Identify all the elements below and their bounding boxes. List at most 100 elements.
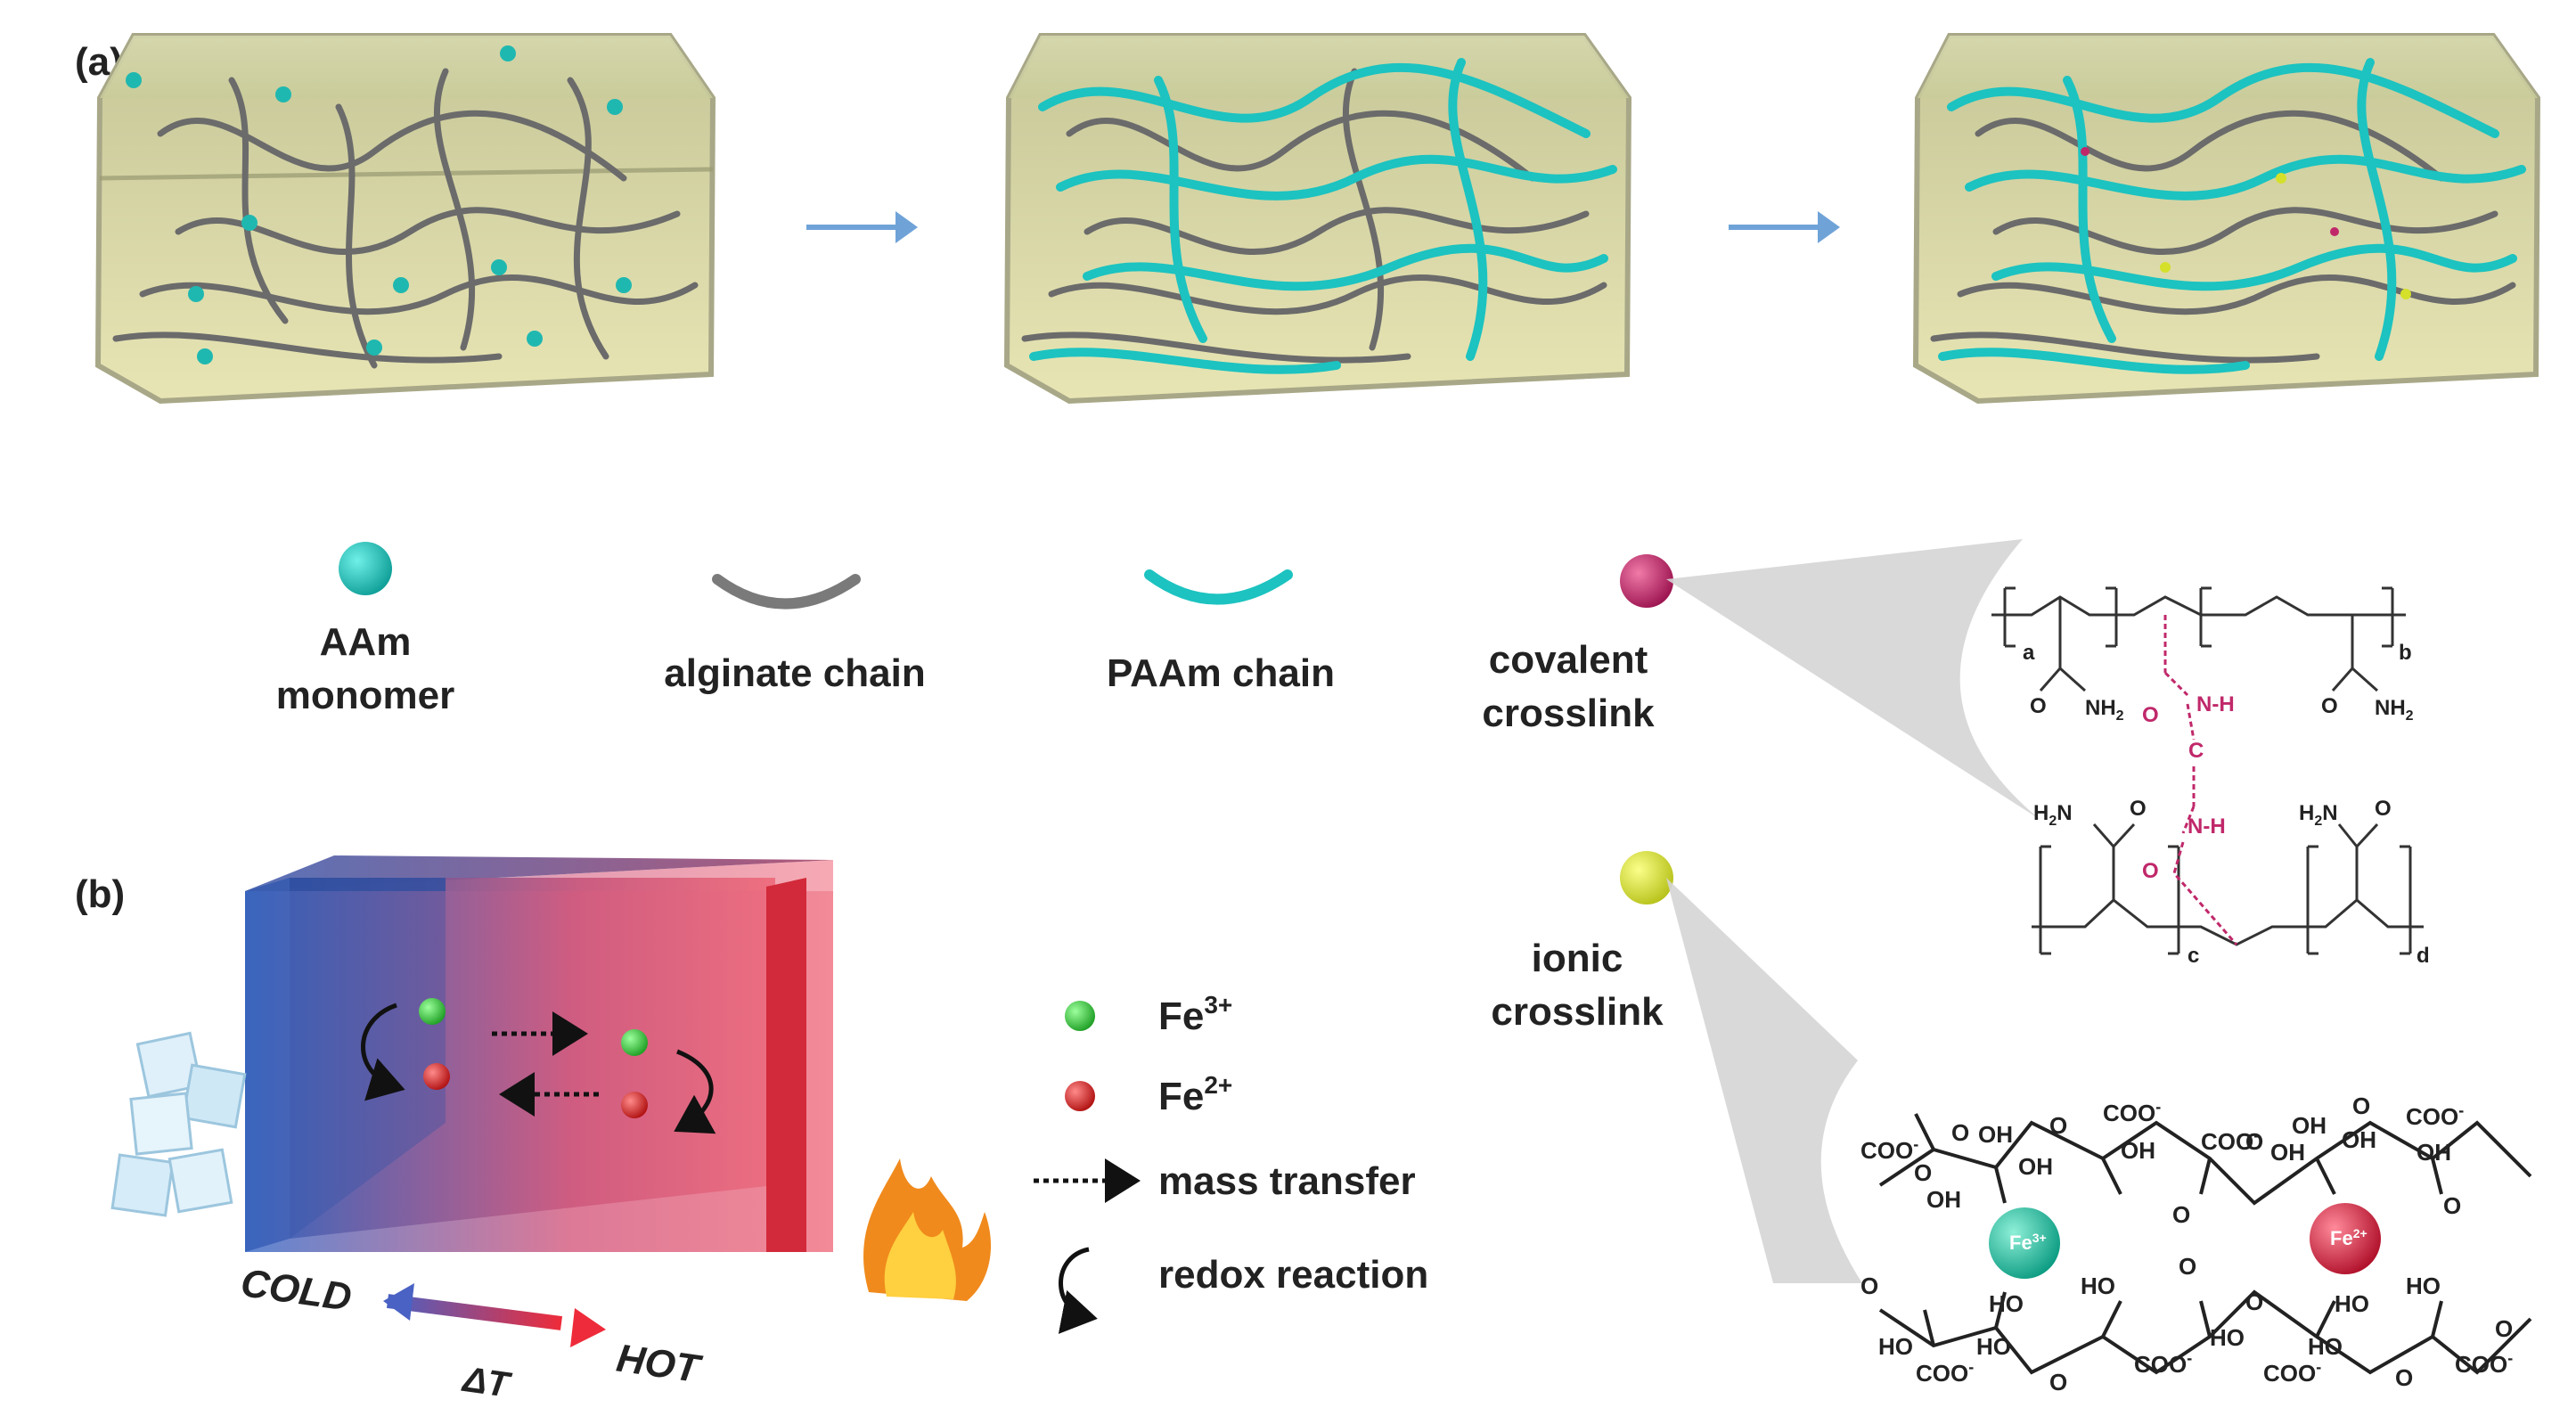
cold-label: COLD: [238, 1261, 354, 1320]
legend-alginate-chain: alginate chain: [664, 574, 926, 695]
oh-1: OH: [1978, 1121, 2013, 1148]
h2n-right: H2N: [2299, 801, 2338, 829]
process-arrow-2: [1729, 211, 1840, 243]
o-5: O: [2245, 1128, 2263, 1155]
o-4: O: [2172, 1201, 2190, 1228]
aam-monomer-label-2: monomer: [276, 674, 454, 717]
legend-ionic-crosslink: ionic crosslink: [1491, 851, 1673, 1034]
delta-t-arrow: [383, 1283, 606, 1347]
coo-5: COO-: [1916, 1358, 1974, 1387]
gel-block-2: [1003, 33, 1632, 405]
ionic-structure: Fe3+ Fe2+ COO- O O OH OH OH COO- OH O O …: [1860, 1093, 2532, 1395]
ionic-crosslink-symbol: [1620, 851, 1673, 904]
fe2-badge-label: Fe2+: [2330, 1226, 2367, 1249]
o-crosslink-1: O: [2142, 703, 2159, 727]
legend-aam-monomer: AAm monomer: [276, 542, 454, 717]
ionic-zoom-cone: [1666, 878, 1862, 1283]
sub-c: c: [2188, 944, 2199, 968]
sub-b: b: [2399, 641, 2412, 665]
redox-reaction-symbol: [1058, 1247, 1098, 1334]
o-crosslink-2: O: [2142, 859, 2159, 883]
legend-covalent-crosslink: covalent crosslink: [1482, 554, 1673, 735]
o-8: O: [1860, 1273, 1878, 1299]
alginate-chain-symbol: [712, 574, 861, 610]
fe3-badge: [1989, 1207, 2060, 1279]
oh-5: OH: [2270, 1139, 2305, 1166]
gel-block-1: [94, 33, 716, 405]
mass-transfer-label: mass transfer: [1158, 1159, 1416, 1203]
o-6: O: [2352, 1093, 2370, 1119]
covalent-labels: a b c d O NH2 O NH2 O N-H C N-H O H2N O …: [2023, 641, 2430, 968]
ionic-crosslink-label-1: ionic: [1532, 937, 1623, 980]
flame-icon: [863, 1158, 992, 1301]
ionic-crosslink-label-2: crosslink: [1491, 990, 1664, 1034]
ho-6: HO: [2308, 1333, 2343, 1360]
fe3-symbol: [1065, 1001, 1095, 1031]
coo-6: COO-: [2134, 1349, 2192, 1378]
oh-8: OH: [2417, 1139, 2451, 1166]
alginate-chain-label: alginate chain: [664, 651, 925, 695]
o-left: O: [2030, 694, 2047, 718]
oh-4: OH: [2121, 1137, 2155, 1164]
legend-paam-chain: PAAm chain: [1107, 569, 1335, 695]
sub-a: a: [2023, 641, 2035, 665]
thermocell-box: [245, 855, 833, 1252]
box-ions: [361, 998, 716, 1134]
process-arrow-1: [806, 211, 918, 243]
ho-8: HO: [2406, 1273, 2441, 1299]
o-2: O: [1914, 1159, 1932, 1186]
gel-block-3: [1912, 33, 2541, 405]
ho-4: HO: [2081, 1273, 2115, 1299]
legend-fe2: Fe2+: [1065, 1071, 1232, 1118]
ho-5: HO: [2210, 1324, 2245, 1351]
fe3-badge-label: Fe3+: [2009, 1231, 2047, 1254]
paam-chain-symbol: [1144, 569, 1293, 605]
sub-d: d: [2417, 944, 2430, 968]
coo-3: COO-: [2201, 1126, 2259, 1155]
ho-2: HO: [1976, 1333, 2011, 1360]
hot-label: HOT: [614, 1337, 705, 1392]
oh-6: OH: [2292, 1112, 2327, 1139]
o-10: O: [2179, 1253, 2196, 1280]
o-lower-right: O: [2375, 797, 2392, 821]
covalent-crosslink-label-2: crosslink: [1482, 692, 1655, 735]
o-right: O: [2321, 694, 2338, 718]
o-9: O: [2049, 1369, 2067, 1395]
nh2-left: NH2: [2085, 696, 2124, 724]
redox-reaction-label: redox reaction: [1158, 1253, 1428, 1297]
o-7: O: [2443, 1192, 2461, 1219]
o-lower-left: O: [2130, 797, 2147, 821]
oh-7: OH: [2342, 1126, 2376, 1153]
nh-crosslink-1: N-H: [2196, 692, 2235, 716]
oh-2: OH: [1926, 1186, 1961, 1213]
ho-7: HO: [2335, 1290, 2369, 1317]
legend-mass-transfer: mass transfer: [1034, 1158, 1416, 1203]
oh-3: OH: [2018, 1153, 2053, 1180]
delta-t-label: ΔT: [459, 1360, 514, 1405]
o-1: O: [1951, 1119, 1969, 1146]
covalent-crosslink-label-1: covalent: [1489, 638, 1648, 682]
fe2-badge: [2310, 1203, 2381, 1274]
c-crosslink: C: [2188, 739, 2204, 763]
coo-2: COO-: [2103, 1098, 2161, 1126]
o-11: O: [2245, 1289, 2263, 1315]
fe3-label: Fe3+: [1158, 991, 1232, 1038]
coo-7: COO-: [2263, 1358, 2321, 1387]
fe2-symbol: [1065, 1081, 1095, 1111]
aam-monomer-symbol: [339, 542, 392, 595]
fe2-label: Fe2+: [1158, 1071, 1232, 1118]
legend-fe3: Fe3+: [1065, 991, 1232, 1038]
aam-monomer-label-1: AAm: [320, 620, 412, 664]
h2n-left: H2N: [2033, 801, 2073, 829]
ho-3: HO: [1989, 1290, 2024, 1317]
covalent-crosslink-symbol: [1620, 554, 1673, 608]
ho-1: HO: [1878, 1333, 1913, 1360]
ice-cubes-icon: [110, 1031, 247, 1217]
covalent-crosslinker: [2163, 615, 2238, 945]
coo-1: COO-: [1860, 1135, 1918, 1164]
o-13: O: [2495, 1315, 2513, 1342]
covalent-zoom-cone: [1666, 539, 2040, 820]
panel-b-label: (b): [75, 872, 125, 916]
nh2-right: NH2: [2375, 696, 2414, 724]
